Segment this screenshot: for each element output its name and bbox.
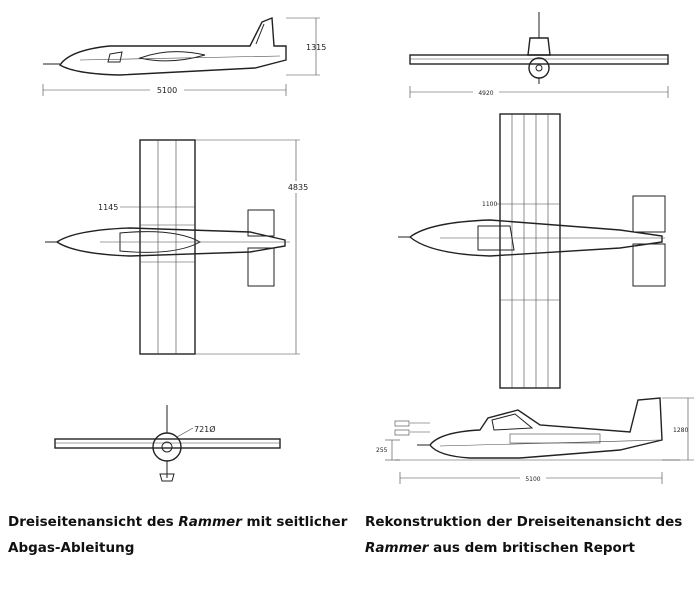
right-caption-line2: Rammer aus dem britischen Report — [365, 535, 682, 561]
right-side-view: 1280 255 5100 — [376, 397, 694, 484]
right-caption-line1: Rekonstruktion der Dreiseitenansicht des — [365, 514, 683, 530]
right-caption: Rekonstruktion der Dreiseitenansicht des… — [365, 509, 682, 561]
left-caption-line1-after: mit seitlicher — [241, 514, 348, 530]
right-caption-line2-after: aus dem britischen Report — [428, 540, 635, 556]
left-front-view: 721Ø — [54, 405, 281, 482]
left-top-span-dim: 4835 — [288, 183, 308, 192]
left-top-view: 4835 1145 — [45, 139, 313, 355]
right-top-wing-dim: 1100 — [482, 201, 497, 208]
left-side-view: 1315 5100 — [42, 16, 326, 96]
right-side-length-dim: 5100 — [525, 476, 540, 483]
left-side-length-dim: 5100 — [157, 86, 177, 95]
right-top-view: 1100 — [398, 113, 666, 389]
right-front-span-dim: 4920 — [478, 90, 493, 97]
left-front-prop-dim: 721Ø — [194, 424, 216, 434]
left-caption-italic: Rammer — [178, 514, 242, 530]
right-side-ground-dim: 255 — [376, 447, 388, 454]
left-caption-line1: Dreiseitenansicht des Rammer mit seitlic… — [8, 509, 347, 535]
left-top-wing-dim: 1145 — [98, 203, 118, 212]
right-caption-italic: Rammer — [365, 540, 429, 556]
left-caption-line2: Abgas-Ableitung — [8, 540, 135, 556]
left-caption: Dreiseitenansicht des Rammer mit seitlic… — [8, 509, 347, 561]
right-front-view: 4920 — [409, 12, 669, 98]
left-side-height-dim: 1315 — [306, 43, 326, 52]
right-side-height-dim: 1280 — [673, 427, 688, 434]
left-caption-line1-before: Dreiseitenansicht des — [8, 514, 179, 530]
